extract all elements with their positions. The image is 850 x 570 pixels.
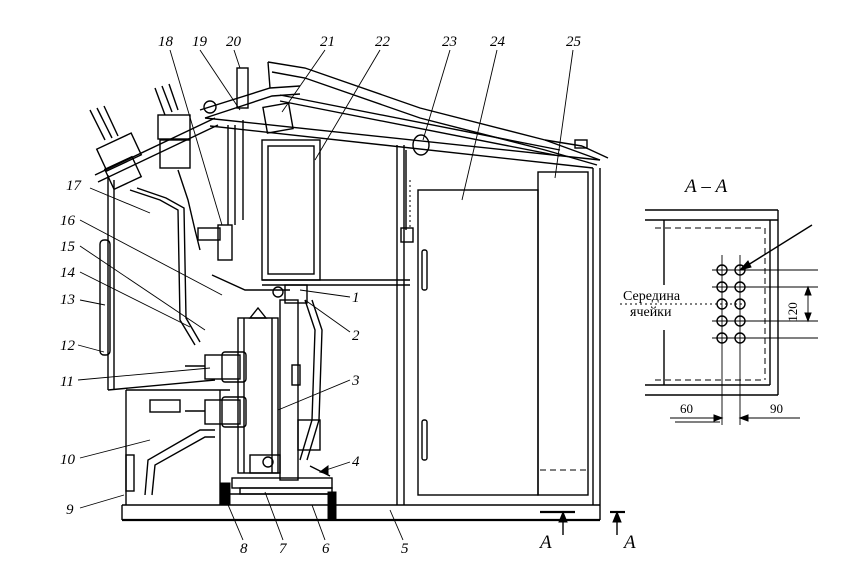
callout-20: 20	[226, 34, 242, 50]
callout-3: 3	[351, 373, 360, 389]
callout-6: 6	[322, 541, 330, 557]
callout-16: 16	[60, 213, 76, 229]
callout-22: 22	[375, 34, 391, 50]
cell-center-label-2: ячейки	[630, 305, 672, 320]
callout-17: 17	[66, 178, 83, 194]
section-title: А – А	[683, 176, 728, 197]
callout-9: 9	[66, 502, 74, 518]
section-cut-marks	[540, 510, 625, 535]
callout-2: 2	[352, 328, 360, 344]
callout-18: 18	[158, 34, 174, 50]
section-arrow-label-right: А	[622, 532, 636, 553]
section-view	[620, 209, 818, 425]
callout-10: 10	[60, 452, 76, 468]
door-compartment-24	[417, 189, 539, 496]
dim-60: 60	[680, 401, 693, 416]
callout-23: 23	[442, 34, 457, 50]
bushing-insulators	[89, 83, 219, 346]
section-arrow-label-left: А	[538, 532, 552, 553]
callout-19: 19	[192, 34, 208, 50]
callout-4: 4	[352, 454, 360, 470]
callout-13: 13	[60, 292, 75, 308]
callout-15: 15	[60, 239, 76, 255]
callout-1: 1	[352, 290, 360, 306]
roof-assembly	[199, 61, 609, 166]
withdrawable-truck	[219, 465, 337, 521]
dim-90: 90	[770, 401, 783, 416]
leader-lines	[77, 49, 574, 541]
callout-11: 11	[60, 374, 74, 390]
callout-12: 12	[60, 338, 76, 354]
callout-25: 25	[566, 34, 582, 50]
callout-7: 7	[279, 541, 288, 557]
callout-labels: 1 2 3 4 5 6 7 8 9 10 11 12 13 14 15 16 1…	[60, 34, 582, 557]
compartment-25	[537, 171, 589, 496]
callout-5: 5	[401, 541, 409, 557]
section-labels: А – А А А Середина ячейки 120 60 90	[538, 176, 800, 553]
callout-24: 24	[490, 34, 506, 50]
relay-cabinet	[197, 120, 410, 291]
circuit-breaker	[185, 284, 323, 481]
cabinet-frame	[107, 117, 601, 522]
callout-8: 8	[240, 541, 248, 557]
front-door-panel	[99, 239, 216, 496]
top-fittings	[262, 102, 430, 243]
callout-14: 14	[60, 265, 76, 281]
cell-center-label-1: Середина	[623, 289, 681, 304]
callout-21: 21	[320, 34, 335, 50]
dim-120: 120	[785, 302, 800, 322]
